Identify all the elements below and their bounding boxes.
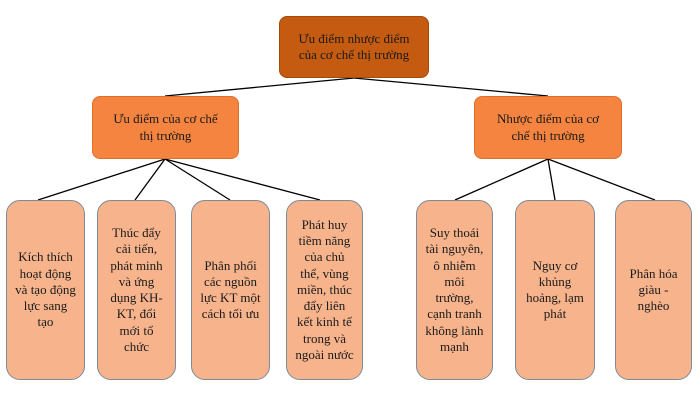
advantages-label: Ưu điểm của cơ chế thị trường [113, 111, 218, 143]
disadvantages-label: Nhược điểm của cơ chế thị trường [496, 111, 599, 143]
advantage-item-4: Phát huy tiềm năng của chủ thể, vùng miề… [286, 200, 363, 380]
advantage-item-3: Phân phối các nguồn lực KT một cách tối … [191, 200, 270, 380]
disadvantage-item-label: Nguy cơ khủng hoảng, lạm phát [526, 257, 584, 322]
disadvantage-item-label: Phân hóa giàu - nghèo [629, 265, 678, 314]
connector-root-advantages [164, 77, 355, 97]
advantage-item-1: Kích thích hoạt động và tạo động lực san… [6, 200, 85, 380]
advantage-item-label: Thúc đẩy cải tiến, phát minh và ứng dụng… [110, 225, 163, 354]
connector-dis-2 [547, 158, 556, 201]
advantage-item-label: Phát huy tiềm năng của chủ thể, vùng miề… [295, 216, 354, 362]
connector-dis-1 [454, 158, 549, 201]
advantage-item-2: Thúc đẩy cải tiến, phát minh và ứng dụng… [97, 200, 176, 380]
connector-dis-3 [547, 158, 656, 201]
connector-adv-1 [37, 158, 166, 201]
advantage-item-label: Phân phối các nguồn lực KT một cách tối … [200, 257, 261, 322]
root-node: Ưu điểm nhược điểm của cơ chế thị trường [279, 16, 429, 78]
root-label: Ưu điểm nhược điểm của cơ chế thị trường [298, 30, 410, 62]
disadvantage-item-1: Suy thoái tài nguyên, ô nhiễm môi trường… [416, 200, 493, 380]
advantages-node: Ưu điểm của cơ chế thị trường [92, 96, 239, 159]
advantage-item-label: Kích thích hoạt động và tạo động lực san… [15, 249, 76, 330]
disadvantage-item-2: Nguy cơ khủng hoảng, lạm phát [515, 200, 595, 380]
disadvantage-item-3: Phân hóa giàu - nghèo [615, 200, 692, 380]
disadvantage-item-label: Suy thoái tài nguyên, ô nhiễm môi trường… [425, 225, 484, 354]
connector-adv-3 [164, 158, 231, 201]
connector-adv-4 [164, 158, 321, 201]
connector-adv-2 [134, 158, 166, 201]
connector-root-disadvantages [353, 77, 549, 97]
disadvantages-node: Nhược điểm của cơ chế thị trường [474, 96, 622, 159]
